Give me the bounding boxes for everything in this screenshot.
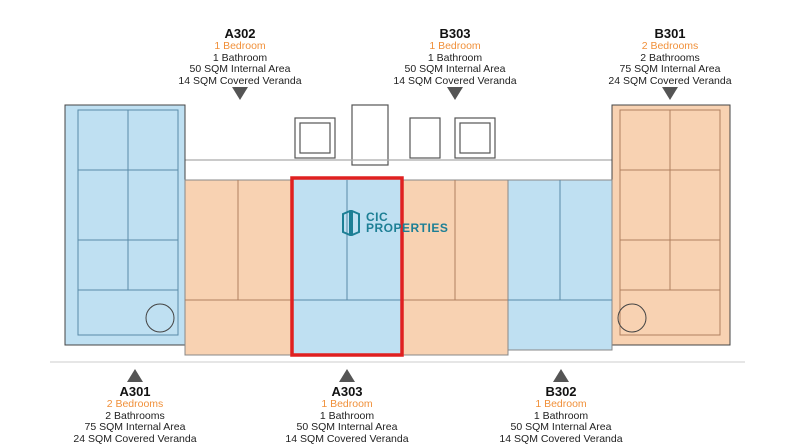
arrow-up-icon xyxy=(553,369,569,382)
unit-b301-plan xyxy=(611,104,731,346)
arrow-down-icon xyxy=(662,87,678,100)
unit-b303-plan xyxy=(401,179,509,356)
arrow-up-icon xyxy=(339,369,355,382)
arrow-up-icon xyxy=(127,369,143,382)
stair-core xyxy=(185,104,612,166)
unit-label-a303: A303 1 Bedroom 1 Bathroom 50 SQM Interna… xyxy=(285,384,409,445)
unit-label-a301: A301 2 Bedrooms 2 Bathrooms 75 SQM Inter… xyxy=(73,384,197,445)
unit-a301-a302-plan xyxy=(64,104,186,346)
unit-label-a302: A302 1 Bedroom 1 Bathroom 50 SQM Interna… xyxy=(178,26,302,87)
unit-a303-plan xyxy=(291,177,403,356)
unit-label-b302: B302 1 Bedroom 1 Bathroom 50 SQM Interna… xyxy=(499,384,623,445)
logo-mark-icon xyxy=(342,210,360,236)
highlight-box-a303 xyxy=(290,176,404,357)
unit-label-b301: B301 2 Bedrooms 2 Bathrooms 75 SQM Inter… xyxy=(608,26,732,87)
unit-orange-left-plan xyxy=(184,179,293,356)
arrow-down-icon xyxy=(232,87,248,100)
unit-b302-plan xyxy=(507,179,613,351)
unit-label-b303: B303 1 Bedroom 1 Bathroom 50 SQM Interna… xyxy=(393,26,517,87)
arrow-down-icon xyxy=(447,87,463,100)
